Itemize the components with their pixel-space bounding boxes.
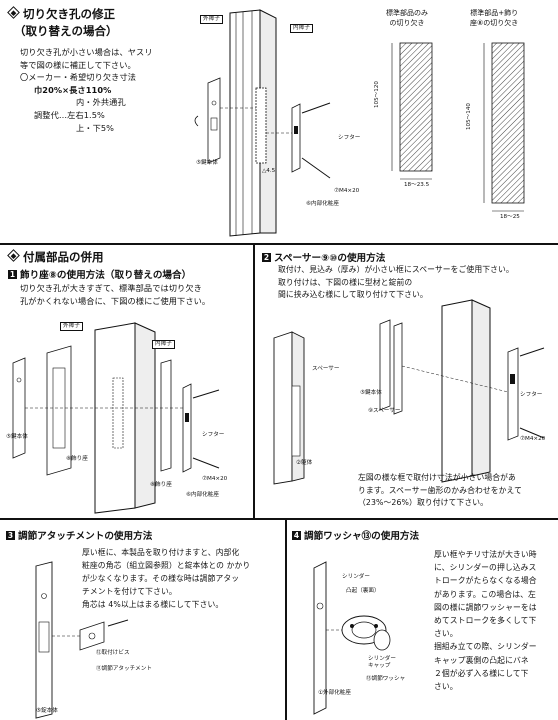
washer-label-boss: 凸起（裏面） bbox=[346, 588, 380, 594]
notch-label-lockbody: ⑤鍵本体 bbox=[196, 160, 218, 166]
acc-label-deco: ⑧飾り座 bbox=[66, 456, 88, 462]
section-spacer-note: 左図の様な框で取付け寸法が小さい場合があ ります。スペーサー歯形のかみ合わせをか… bbox=[358, 473, 522, 508]
washer-label-washer: ⑬調節ワッシャ bbox=[366, 676, 406, 682]
acc-label-deco2: ⑧飾り座 bbox=[150, 482, 172, 488]
section-notch-title: 切り欠き孔の修正 bbox=[6, 6, 115, 22]
divider-top bbox=[0, 243, 558, 245]
section-spacer-body: 取付け、見込み（厚み）が小さい框にスペーサーをご使用下さい。 取り付けは、下図の… bbox=[278, 265, 514, 300]
spacer-label-frame: ②躯体 bbox=[296, 460, 313, 466]
section-attachment-body: 厚い框に、本製品を取り付けますと、内部化 粧座の角芯（組立図参照）と錠本体との … bbox=[82, 548, 251, 609]
plus-h-dim: 18〜25 bbox=[500, 214, 520, 220]
body-line: 等で図の様に補正して下さい。 bbox=[20, 59, 136, 70]
std-v-dim: 105〜120 bbox=[374, 81, 380, 108]
number-badge: 3 bbox=[6, 531, 15, 540]
acc-label-lockbody: ⑤鍵本体 bbox=[6, 434, 28, 440]
diamond-bullet-icon bbox=[7, 6, 20, 19]
spacer-label-shifter: シフター bbox=[520, 392, 543, 398]
acc-label-plate: ⑥内部化粧座 bbox=[186, 492, 219, 498]
divider-bottom-vertical bbox=[285, 518, 287, 720]
acc-label-inner: 内障子 bbox=[152, 340, 175, 349]
acc-label-screw: ⑦M4×20 bbox=[202, 476, 228, 482]
spacer-label-spacer: スペーサー bbox=[312, 366, 340, 372]
body-line: 切り欠き孔が小さい場合は、ヤスリ bbox=[20, 47, 153, 57]
width-line: 巾20%×長さ110% bbox=[34, 84, 112, 95]
section-accessory-title: 付属部品の併用 bbox=[6, 249, 104, 265]
acc-label-shifter: シフター bbox=[202, 432, 225, 438]
notch-label-dim: △4.5 bbox=[262, 168, 276, 174]
washer-label-cap: シリンダーキャップ bbox=[368, 656, 396, 669]
notch-dimension-figure bbox=[391, 42, 525, 212]
washer-label-cylinder: シリンダー bbox=[342, 574, 370, 580]
acc-label-outer: 外障子 bbox=[60, 322, 83, 331]
number-badge: 2 bbox=[262, 253, 271, 262]
plus-v-dim: 105〜140 bbox=[466, 103, 472, 130]
spacer-figure bbox=[273, 299, 545, 485]
number-badge: 4 bbox=[292, 531, 301, 540]
attachment-label-screw: ⑫取付けビス bbox=[96, 650, 130, 656]
accessory-figure bbox=[12, 322, 220, 514]
spacer-label-lockbody: ⑤鍵本体 bbox=[360, 390, 382, 396]
std-title: 標準部品のみの切り欠き bbox=[386, 9, 428, 27]
diamond-bullet-icon bbox=[7, 249, 20, 262]
std-plus-title: 標準部品+飾り座⑧の切り欠き bbox=[470, 9, 519, 27]
std-h-dim: 18〜23.5 bbox=[404, 182, 430, 188]
section-notch-subtitle: （取り替えの場合） bbox=[14, 24, 118, 38]
notch-label-plate: ⑥内部化粧座 bbox=[306, 201, 339, 207]
notch-label-inner: 内障子 bbox=[290, 24, 313, 33]
adjust-vert-line: 上・下5% bbox=[76, 122, 115, 133]
maker-line: 〇メーカー・希望切り欠き寸法 bbox=[20, 72, 137, 83]
divider-bottom bbox=[0, 518, 558, 520]
section-accessory-body: 切り欠き孔が大きすぎて、標準部品では切り欠き 孔がかくれない場合に、下図の様にご… bbox=[20, 283, 211, 306]
section-notch-body: 切り欠き孔が小さい場合は、ヤスリ 等で図の様に補正して下さい。 〇メーカー・希望… bbox=[20, 46, 153, 134]
notch-figure bbox=[194, 9, 331, 237]
number-badge: 1 bbox=[8, 270, 17, 279]
spacer-label-screw: ⑦M4×20 bbox=[520, 436, 546, 442]
notch-label-shifter: シフター bbox=[338, 135, 361, 141]
spacer-label-spacer2: ⑨スペーサー bbox=[368, 408, 401, 414]
notch-label-outer: 外障子 bbox=[200, 15, 223, 24]
inside-line: 内・外共通孔 bbox=[76, 97, 126, 108]
attachment-label-attach: ⑪調節アタッチメント bbox=[96, 666, 152, 672]
adjust-line: 調整代…左右1.5% bbox=[34, 109, 105, 120]
attachment-label-lockbody: ⑤錠本体 bbox=[36, 708, 58, 714]
section-washer-body: 厚い框やチリ寸法が大きい時 に、シリンダーの押し込みス トロークがたらなくなる場… bbox=[434, 550, 537, 692]
washer-label-plate: ①外部化粧座 bbox=[318, 690, 351, 696]
divider-mid-vertical bbox=[253, 243, 255, 518]
washer-figure bbox=[313, 561, 391, 715]
attachment-figure bbox=[35, 561, 129, 719]
notch-label-screw: ⑦M4×20 bbox=[334, 188, 360, 194]
